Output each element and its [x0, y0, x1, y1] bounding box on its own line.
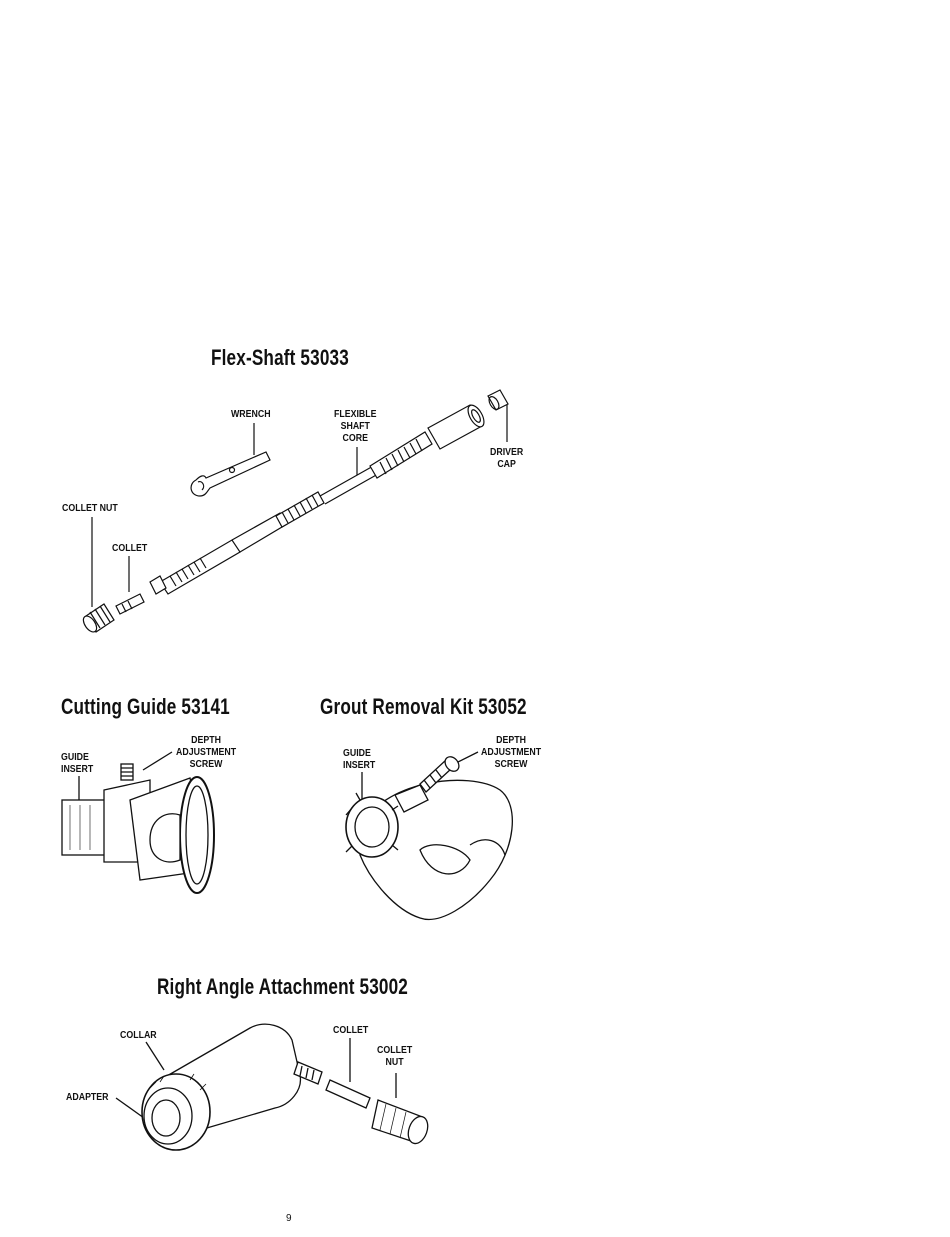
- right-angle-attachment-icon: [142, 1024, 431, 1150]
- page-number: 9: [286, 1213, 292, 1224]
